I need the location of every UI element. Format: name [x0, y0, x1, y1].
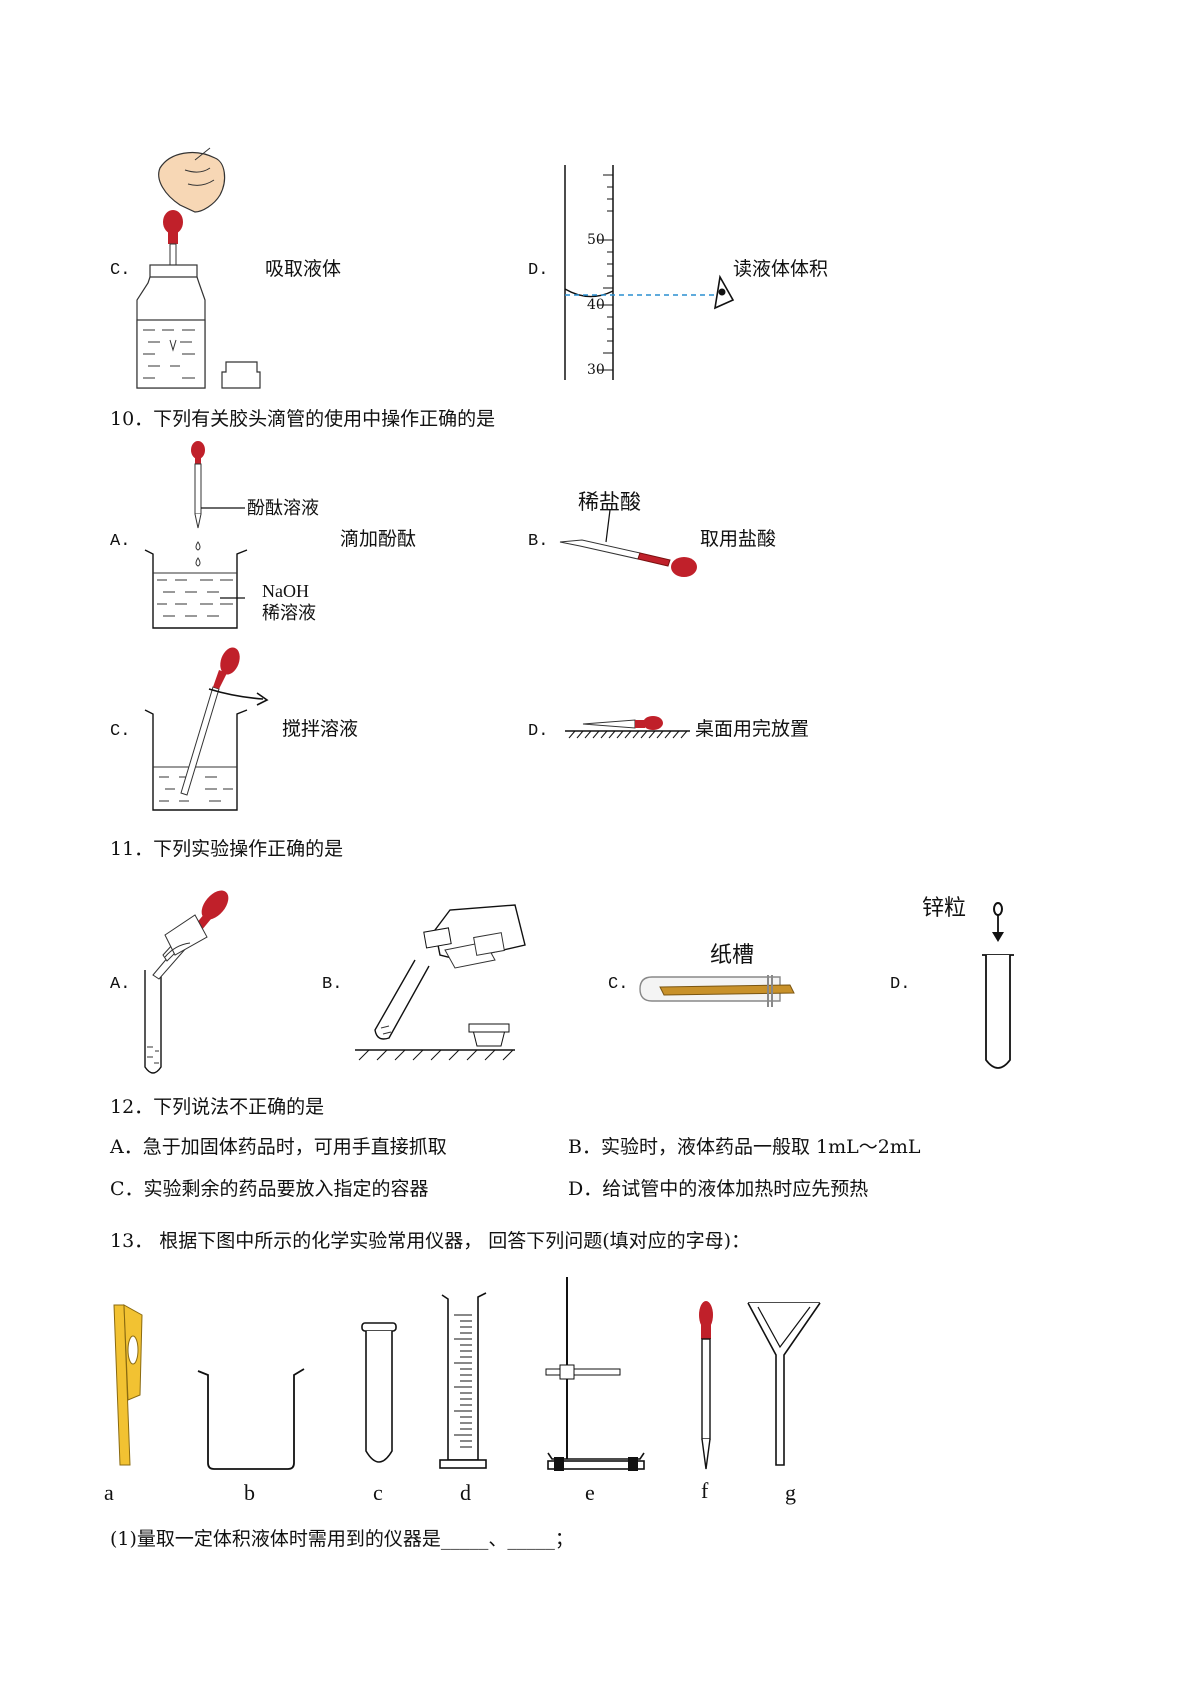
q10-stem: 10．下列有关胶头滴管的使用中操作正确的是: [110, 408, 496, 430]
q11-stem: 11．下列实验操作正确的是: [110, 838, 344, 860]
q10-option-a-text: 滴加酚酞: [340, 528, 417, 550]
q11-option-b-label: B.: [322, 975, 343, 994]
q13-label-c: c: [373, 1480, 383, 1505]
q10-a-dropper-beaker-illustration: [144, 441, 248, 629]
q10-a-dilute-label: 稀溶液: [262, 603, 316, 624]
q11-option-d-label: D.: [890, 975, 911, 994]
q10-option-d-text: 桌面用完放置: [695, 718, 810, 740]
q11-option-c-label: C.: [608, 975, 629, 994]
q10-a-naoh-label: NaOH: [262, 581, 309, 601]
q12-stem: 12．下列说法不正确的是: [110, 1096, 325, 1118]
q11-d-zinc-granule-label: 锌粒: [922, 896, 967, 921]
q11-a-dropper-into-tube-illustration: [144, 890, 229, 1074]
q10-option-b-text: 取用盐酸: [700, 528, 777, 550]
q9-option-d-label: D.: [528, 261, 549, 280]
q13-apparatus-row: [113, 1277, 821, 1471]
q11-c-paper-trough-tube-illustration: [639, 975, 795, 1007]
apparatus-b-beaker: [197, 1368, 305, 1470]
q10-option-b-label: B.: [528, 532, 549, 551]
q9-option-d-text: 读液体体积: [733, 258, 829, 280]
q12-option-a: A．急于加固体药品时，可用手直接抓取: [110, 1136, 447, 1158]
apparatus-c-test-tube: [361, 1322, 397, 1463]
apparatus-d-measuring-cylinder: [439, 1292, 487, 1469]
q10-option-c-text: 搅拌溶液: [282, 718, 359, 740]
q11-option-a-label: A.: [110, 975, 131, 994]
q9-graduated-cylinder-illustration: [564, 165, 735, 380]
q9-scale-40: 40: [587, 297, 605, 313]
apparatus-a-clamp: [113, 1304, 143, 1466]
q9-dropper-bottle-illustration: [136, 147, 261, 389]
q13-label-b: b: [244, 1480, 255, 1505]
q9-option-c-label: C.: [110, 261, 131, 280]
q10-d-dropper-on-table-illustration: [565, 716, 690, 739]
q13-stem: 13． 根据下图中所示的化学实验常用仪器， 回答下列问题(填对应的字母)：: [110, 1230, 751, 1252]
q10-b-dropper-tilted-illustration: [559, 509, 697, 577]
apparatus-f-dropper: [699, 1301, 713, 1470]
q10-c-stirring-beaker-illustration: [144, 647, 269, 811]
q9-scale-50: 50: [587, 232, 605, 248]
q10-option-a-label: A.: [110, 532, 131, 551]
apparatus-e-iron-stand: [545, 1277, 645, 1471]
q13-subquestion-1: (1)量取一定体积液体时需用到的仪器是_____、_____；: [110, 1528, 574, 1550]
q12-option-c: C．实验剩余的药品要放入指定的容器: [110, 1178, 429, 1200]
apparatus-g-funnel: [747, 1302, 821, 1466]
q13-label-a: a: [104, 1480, 114, 1505]
q11-c-paper-trough-label: 纸槽: [710, 943, 755, 968]
q10-a-phenolphthalein-label: 酚酞溶液: [247, 498, 319, 519]
q10-option-d-label: D.: [528, 722, 549, 741]
q13-label-d: d: [460, 1480, 471, 1505]
q13-label-g: g: [785, 1480, 796, 1505]
q9-scale-30: 30: [587, 362, 605, 378]
q12-option-b: B．实验时，液体药品一般取 1mL～2mL: [568, 1136, 921, 1158]
q9-option-c-text: 吸取液体: [265, 258, 342, 280]
q13-label-e: e: [585, 1480, 595, 1505]
q12-option-d: D．给试管中的液体加热时应先预热: [568, 1178, 869, 1200]
q10-b-hydrochloric-label: 稀盐酸: [578, 490, 641, 514]
q11-b-pouring-liquid-illustration: [355, 904, 526, 1061]
q10-option-c-label: C.: [110, 722, 131, 741]
q13-label-f: f: [701, 1478, 709, 1503]
q11-d-test-tube-illustration: [982, 902, 1014, 1069]
